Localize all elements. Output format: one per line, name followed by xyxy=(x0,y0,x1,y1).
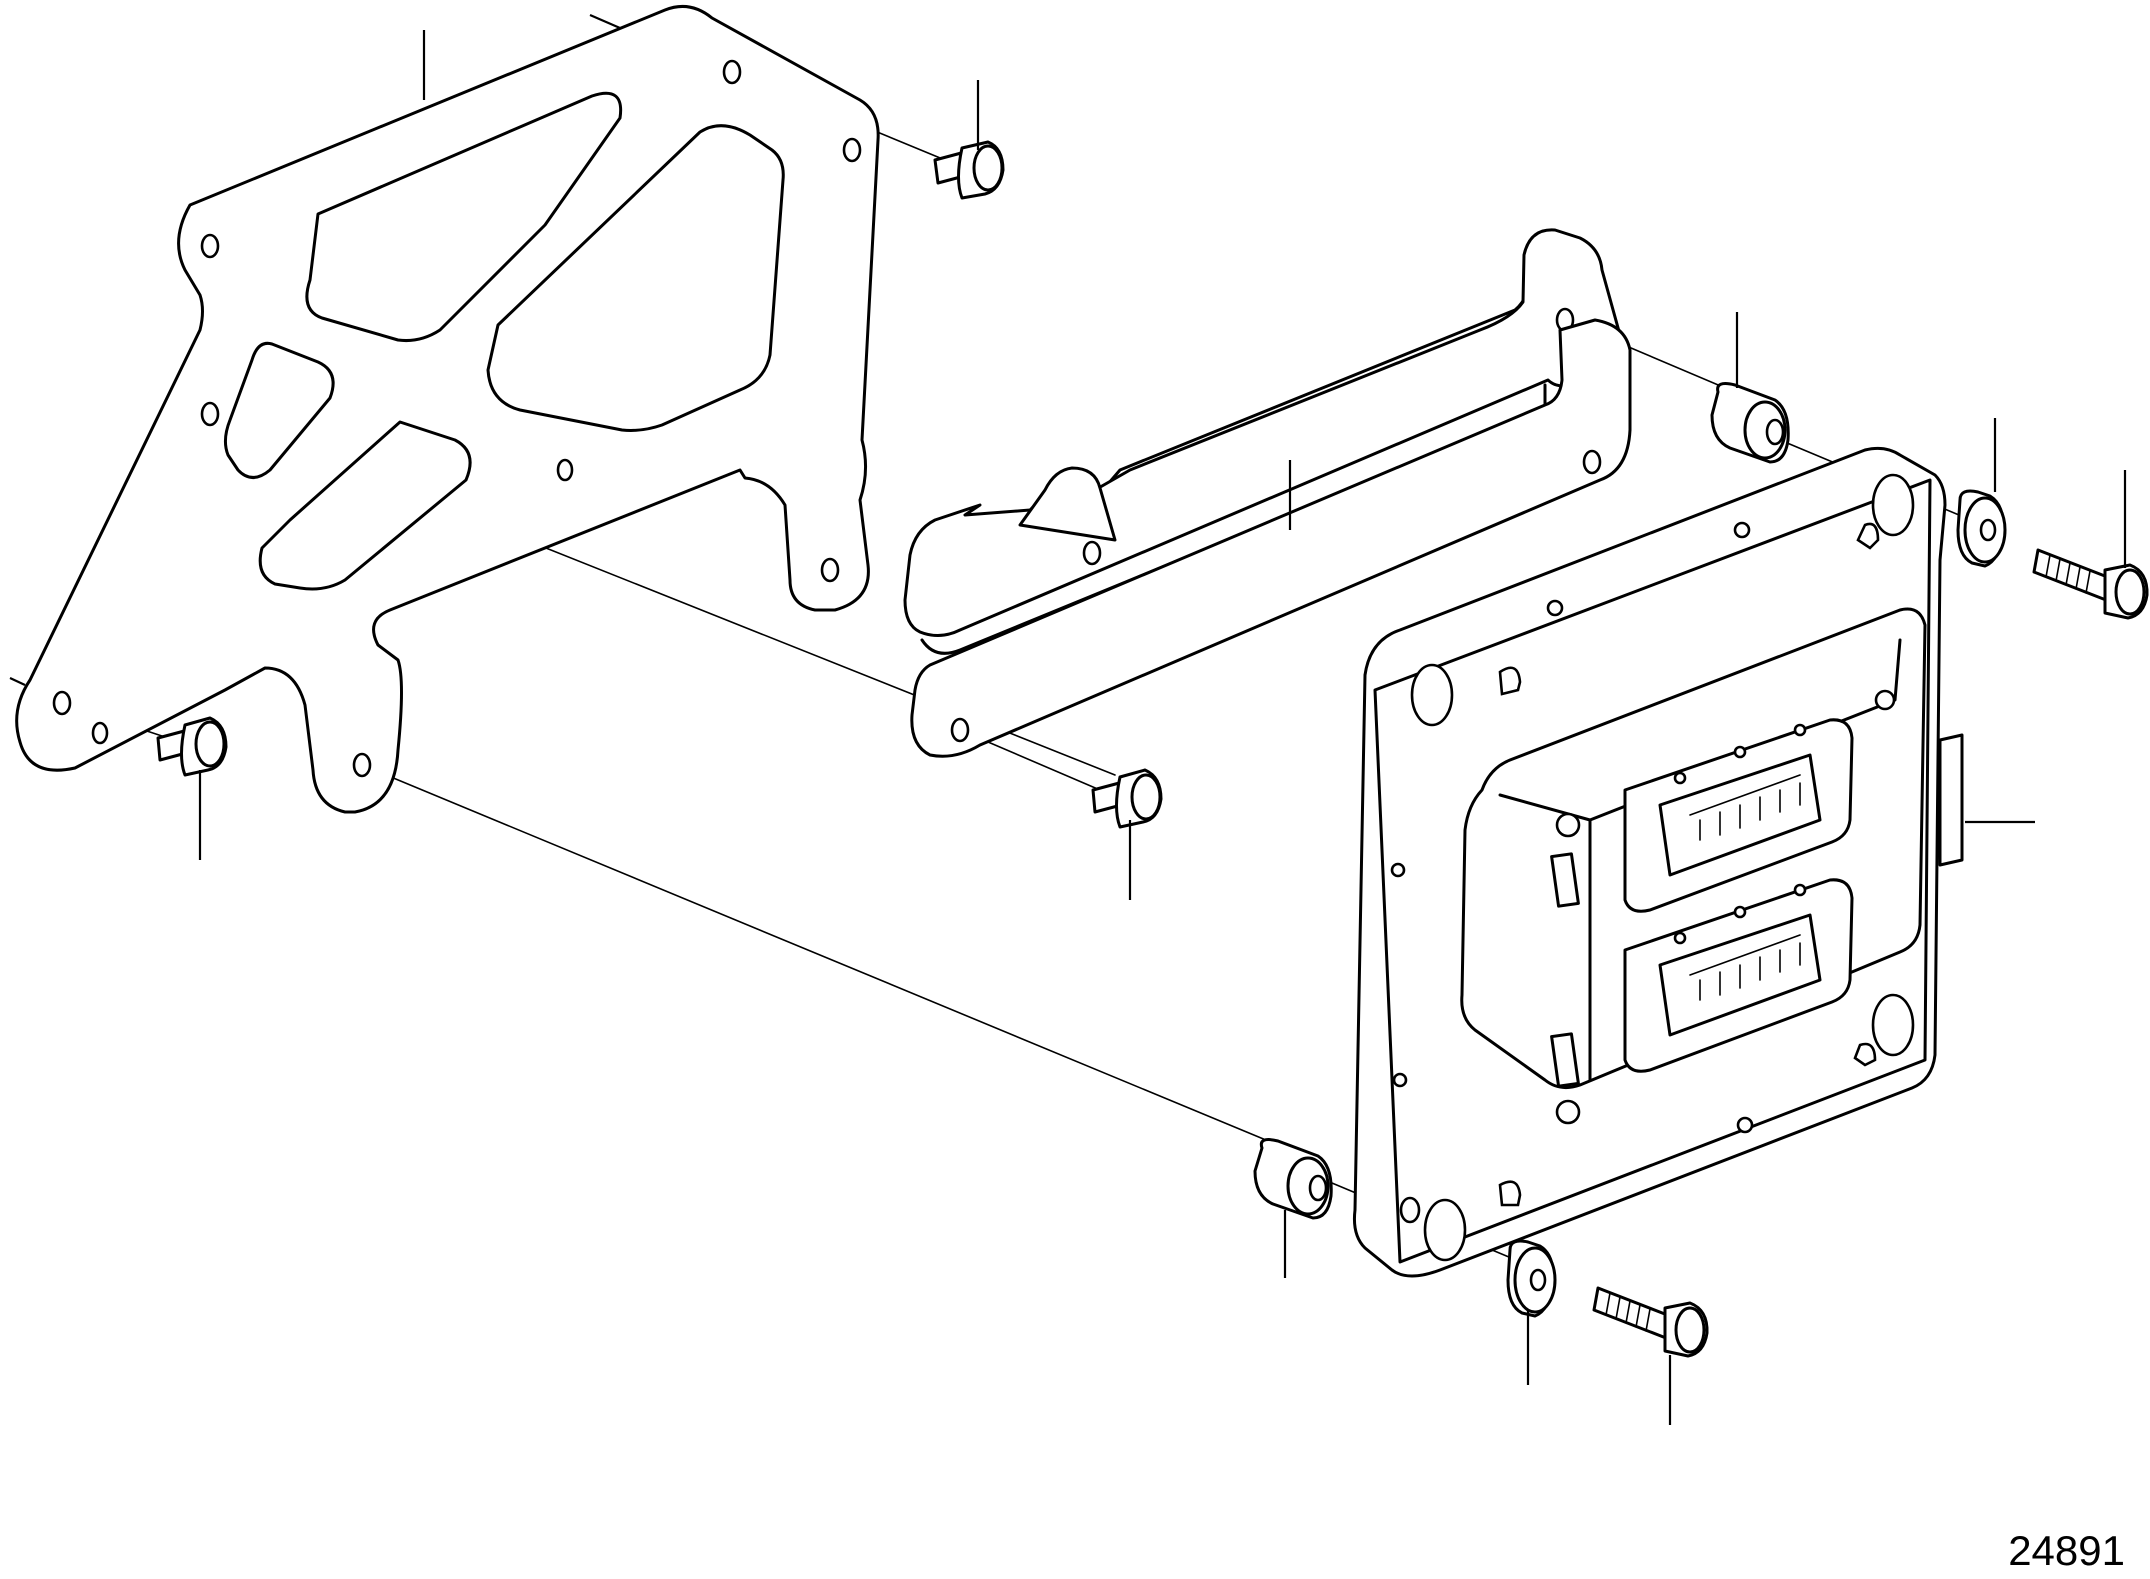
nut-upper xyxy=(1710,382,1790,464)
bolt-top xyxy=(933,140,1005,200)
figure-number: 24891 xyxy=(2008,1527,2125,1574)
callout-leaders xyxy=(9,13,2127,1425)
rail-body xyxy=(910,318,1632,758)
bolt-middle xyxy=(1091,768,1163,829)
washer-upper xyxy=(1956,489,2007,568)
nut-lower xyxy=(1253,1138,1333,1220)
bolt-left xyxy=(156,716,228,777)
connector-lower xyxy=(1623,878,1854,1073)
long-bolt-upper xyxy=(2032,548,2149,620)
control-unit xyxy=(1353,446,1964,1278)
long-bolt-lower xyxy=(1592,1286,1709,1358)
mounting-bracket-plate xyxy=(15,4,880,814)
washer-lower xyxy=(1506,1239,1557,1318)
connector-upper xyxy=(1623,718,1854,913)
